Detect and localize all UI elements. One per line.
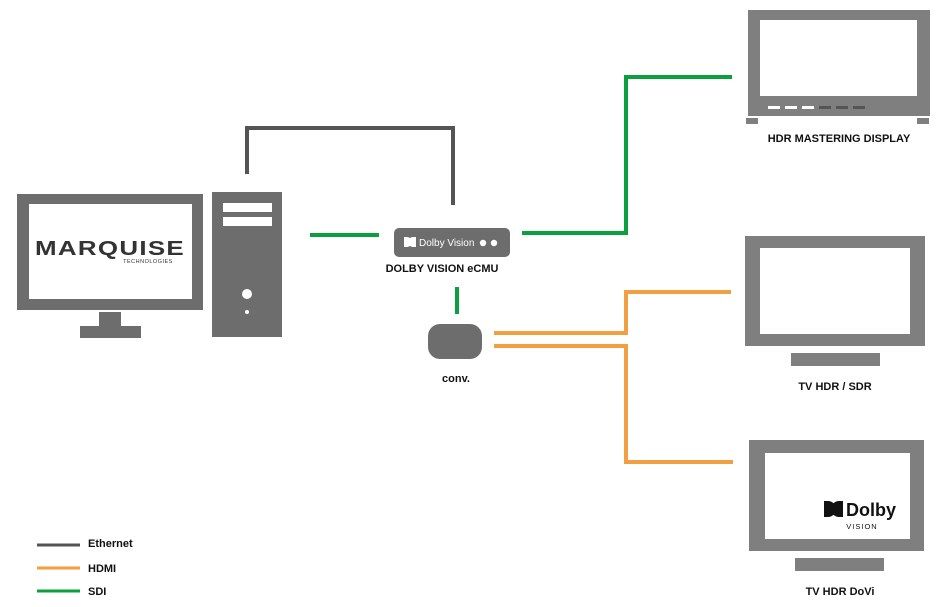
ethernet-link (245, 126, 455, 205)
mastering-foot-left (746, 118, 758, 124)
monitor-neck (99, 312, 121, 326)
legend-item-sdi: SDI (37, 586, 106, 598)
mastering-foot-right (917, 118, 929, 124)
workstation-monitor: MARQUISE TECHNOLOGIES (17, 194, 203, 338)
tv-dovi: Dolby VISION TV HDR DoVi (749, 440, 924, 598)
dolby-logo-icon (824, 501, 843, 517)
dolby-double-d-icon (404, 237, 416, 247)
drive-bay-1 (223, 203, 272, 212)
tv-hdr-sdr-label: TV HDR / SDR (798, 381, 871, 393)
monitor-base (80, 326, 141, 338)
legend: Ethernet HDMI SDI (37, 538, 133, 598)
logo-text: MARQUISE (35, 238, 185, 260)
legend-item-hdmi: HDMI (37, 563, 116, 575)
tv-hdr-sdr-screen (760, 248, 910, 334)
mastering-label: HDR MASTERING DISPLAY (768, 133, 911, 145)
tv-dovi-stand (795, 558, 884, 571)
mastering-control-buttons (768, 106, 865, 109)
dolby-vision-logo: Dolby VISION (824, 500, 896, 531)
converter-device: conv. (428, 324, 482, 385)
monitor-screen (29, 204, 192, 299)
legend-label-ethernet: Ethernet (88, 538, 133, 550)
drive-bay-2 (223, 217, 272, 226)
converter-label: conv. (442, 373, 470, 385)
led-icon (245, 310, 249, 314)
ecmu-led-1-icon (479, 239, 487, 247)
legend-label-hdmi: HDMI (88, 563, 116, 575)
ecmu-badge-text: Dolby Vision (419, 238, 474, 249)
mastering-screen (760, 20, 917, 96)
logo-subtext: TECHNOLOGIES (123, 259, 173, 265)
marquise-logo: MARQUISE TECHNOLOGIES (35, 238, 185, 265)
mastering-display: HDR MASTERING DISPLAY (746, 10, 930, 145)
hdmi-links (494, 290, 733, 464)
legend-item-ethernet: Ethernet (37, 538, 133, 550)
tv-dovi-screen (765, 453, 910, 539)
sdi-links (310, 75, 732, 314)
ecmu-device: Dolby Vision DOLBY VISION eCMU (386, 228, 510, 275)
dolby-logo-subtext: VISION (846, 522, 877, 531)
legend-label-sdi: SDI (88, 586, 106, 598)
tv-hdr-sdr-stand (791, 353, 880, 366)
ecmu-label: DOLBY VISION eCMU (386, 263, 499, 275)
dolby-logo-text: Dolby (846, 500, 896, 520)
ecmu-led-2-icon (490, 239, 498, 247)
tv-hdr-sdr: TV HDR / SDR (745, 236, 925, 393)
power-button-icon (242, 289, 252, 299)
tv-dovi-label: TV HDR DoVi (806, 586, 875, 598)
hdmi-to-tv-hdr-sdr (494, 290, 731, 335)
sdi-ecmu-to-mastering (522, 75, 732, 235)
workstation-tower (212, 192, 282, 337)
hdmi-to-tv-dovi (494, 344, 733, 464)
